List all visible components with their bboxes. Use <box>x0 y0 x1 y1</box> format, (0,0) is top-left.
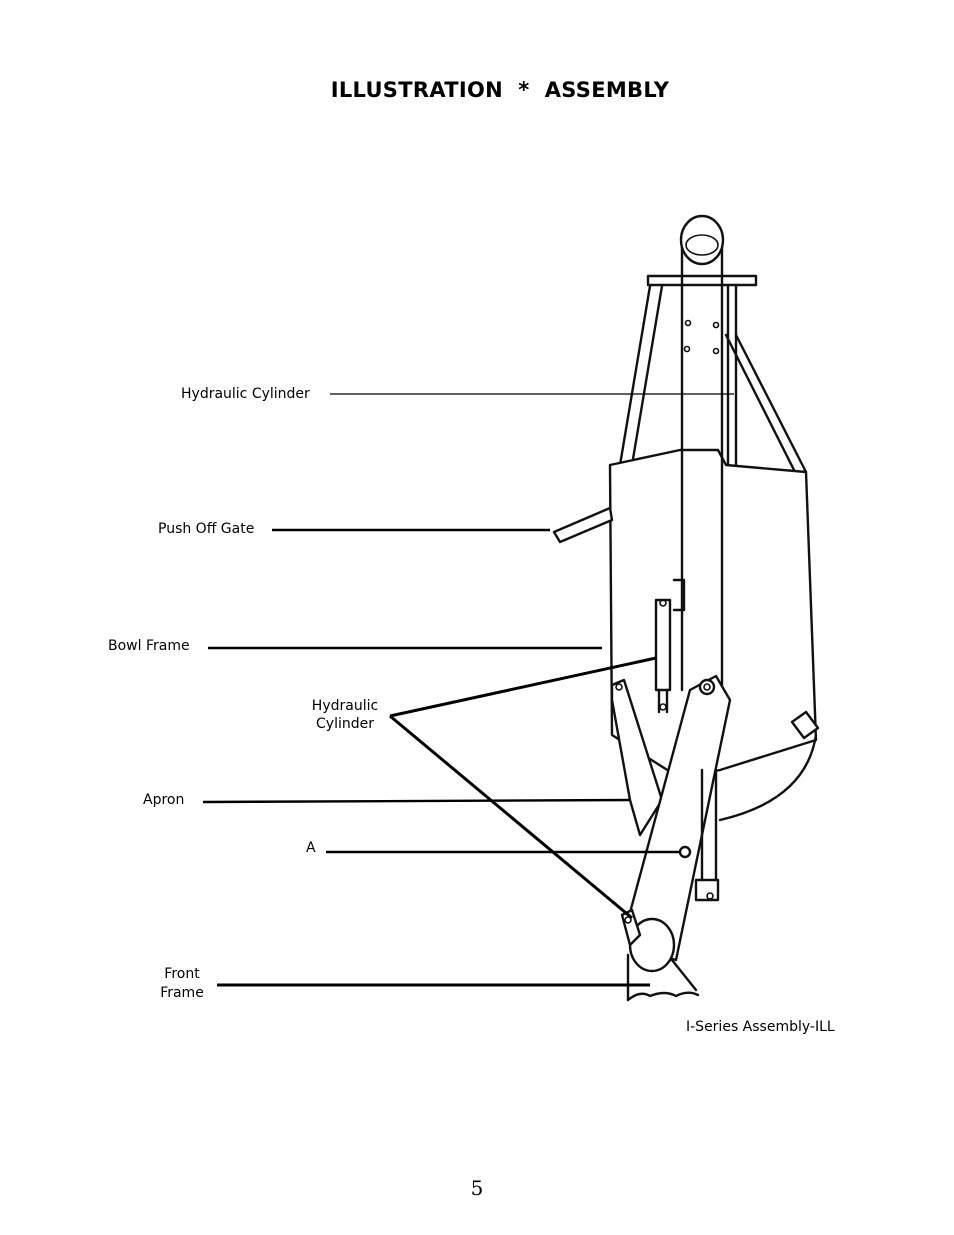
right-brace <box>724 333 808 474</box>
label-bowl-frame: Bowl Frame <box>108 638 190 654</box>
page-number: 5 <box>470 1176 484 1200</box>
label-hydraulic-cylinder-lower-2: Cylinder <box>316 716 374 732</box>
label-apron: Apron <box>143 792 184 808</box>
top-crossbar <box>646 274 758 287</box>
label-front-frame-1: Front <box>164 966 200 982</box>
small-cylinder <box>654 598 672 692</box>
bowl-curve <box>718 733 818 822</box>
label-hydraulic-cylinder-top: Hydraulic Cylinder <box>181 386 310 402</box>
point-a-marker <box>678 845 692 859</box>
leader-apron <box>202 798 631 804</box>
apron-lever <box>610 678 664 837</box>
leader-hydraulic-cylinder-lower-a <box>389 656 657 718</box>
bowl-tab <box>790 710 820 740</box>
leader-lines <box>202 393 734 987</box>
label-a: A <box>306 840 316 856</box>
label-hydraulic-cylinder-lower-1: Hydraulic <box>312 698 378 714</box>
main-tube <box>680 231 724 692</box>
scraper-drawing <box>552 214 820 1002</box>
page-title: ILLUSTRATION * ASSEMBLY <box>330 78 670 102</box>
label-front-frame-2: Frame <box>160 985 204 1001</box>
label-push-off-gate: Push Off Gate <box>158 521 254 537</box>
push-off-gate-stub <box>552 506 614 544</box>
figure-caption: I-Series Assembly-ILL <box>686 1019 835 1035</box>
left-strut <box>618 284 664 467</box>
leader-hydraulic-cylinder-lower-b <box>389 714 633 920</box>
right-support <box>726 283 738 467</box>
